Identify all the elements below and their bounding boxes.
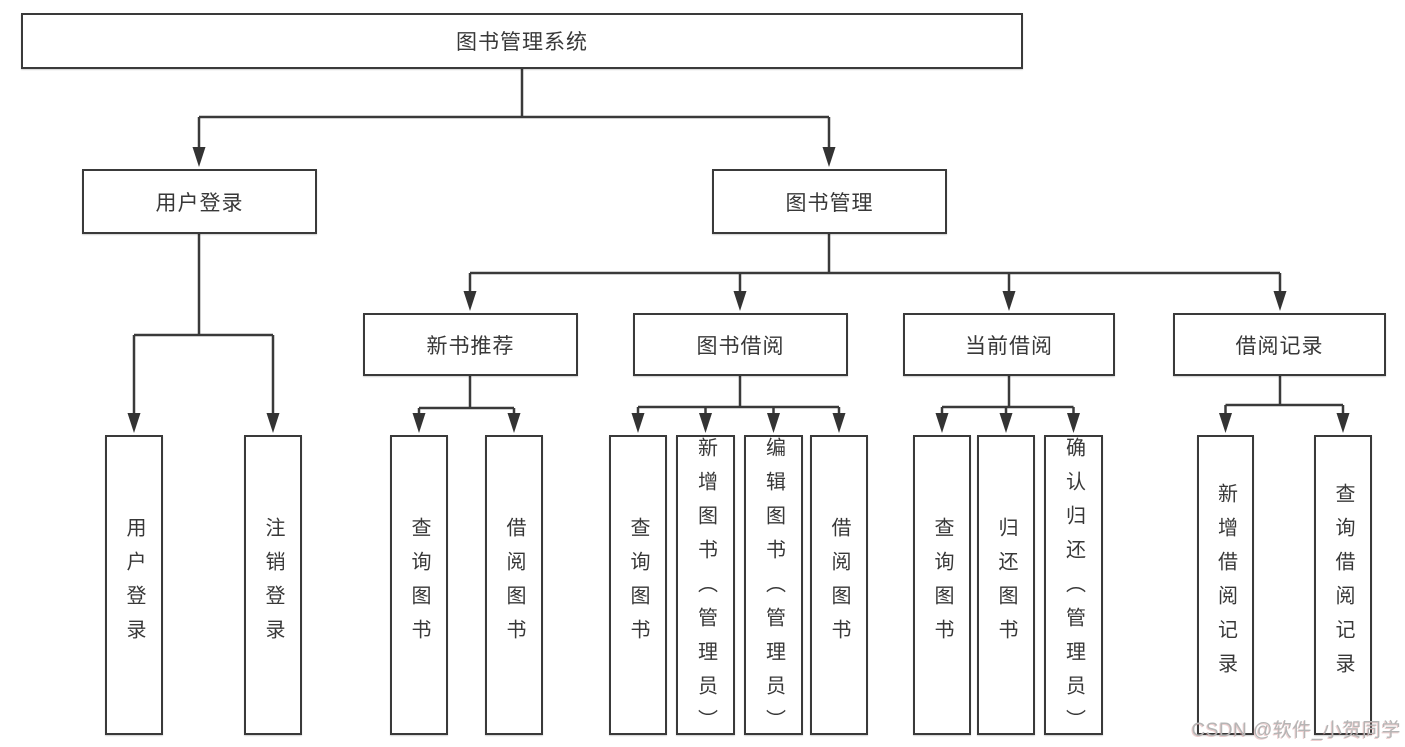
node-current-borrow: 当前借阅 [903, 313, 1115, 376]
leaf-borrow-book-recommend: 借阅图书 [485, 435, 543, 735]
leaf-query-borrow-record-label: 查询借阅记录 [1332, 483, 1354, 687]
node-new-book-recommend: 新书推荐 [363, 313, 578, 376]
leaf-logout-label: 注销登录 [262, 517, 284, 653]
node-root: 图书管理系统 [21, 13, 1023, 69]
node-book-borrow: 图书借阅 [633, 313, 848, 376]
leaf-user-login: 用户登录 [105, 435, 163, 735]
leaf-add-book-admin: 新增图书（管理员） [676, 435, 735, 743]
node-borrow-record: 借阅记录 [1173, 313, 1386, 376]
leaf-confirm-return-admin: 确认归还（管理员） [1044, 435, 1103, 743]
leaf-query-book-current-label: 查询图书 [931, 517, 953, 653]
leaf-query-borrow-record: 查询借阅记录 [1314, 435, 1372, 735]
leaf-query-book-recommend-label: 查询图书 [408, 517, 430, 653]
node-book-management: 图书管理 [712, 169, 947, 234]
leaf-query-book-borrow-label: 查询图书 [627, 517, 649, 653]
node-new-book-recommend-label: 新书推荐 [426, 334, 515, 358]
node-book-management-label: 图书管理 [785, 191, 874, 215]
leaf-add-borrow-record-label: 新增借阅记录 [1214, 483, 1237, 687]
leaf-edit-book-admin-label: 编辑图书（管理员） [762, 437, 785, 743]
node-user-login-label: 用户登录 [155, 191, 244, 215]
leaf-borrow-book-recommend-label: 借阅图书 [503, 517, 525, 653]
leaf-borrow-book-label: 借阅图书 [828, 517, 850, 653]
node-user-login: 用户登录 [82, 169, 317, 234]
leaf-return-book-label: 归还图书 [995, 517, 1017, 653]
leaf-logout: 注销登录 [244, 435, 302, 735]
leaf-return-book: 归还图书 [977, 435, 1035, 735]
leaf-confirm-return-admin-label: 确认归还（管理员） [1062, 437, 1085, 743]
leaf-edit-book-admin: 编辑图书（管理员） [744, 435, 803, 743]
leaf-user-login-label: 用户登录 [123, 517, 145, 653]
node-book-borrow-label: 图书借阅 [696, 334, 785, 358]
leaf-query-book-recommend: 查询图书 [390, 435, 448, 735]
leaf-borrow-book: 借阅图书 [810, 435, 868, 735]
csdn-watermark: CSDN @软件_小贺同学 [1191, 720, 1401, 741]
leaf-query-book-current: 查询图书 [913, 435, 971, 735]
leaf-add-book-admin-label: 新增图书（管理员） [694, 437, 717, 743]
arrowhead-group [127, 147, 1350, 433]
node-borrow-record-label: 借阅记录 [1235, 334, 1324, 358]
node-root-label: 图书管理系统 [456, 31, 588, 54]
leaf-add-borrow-record: 新增借阅记录 [1197, 435, 1254, 735]
node-current-borrow-label: 当前借阅 [965, 334, 1053, 358]
leaf-query-book-borrow: 查询图书 [609, 435, 667, 735]
